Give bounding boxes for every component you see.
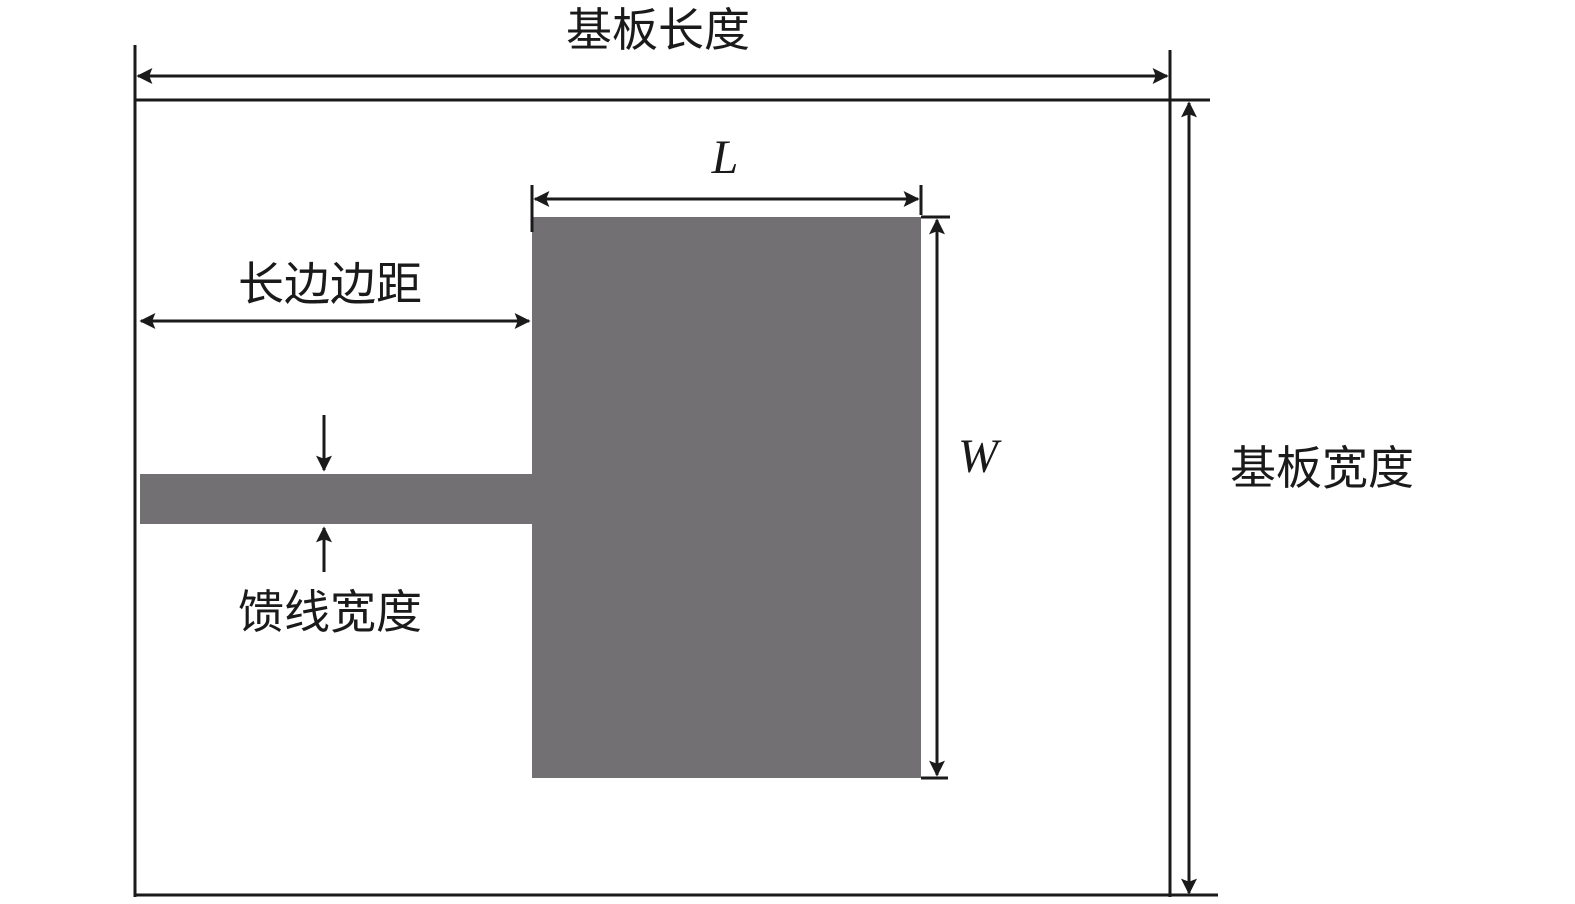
substrate-width-label: 基板宽度 xyxy=(1230,441,1414,495)
substrate-outline xyxy=(133,45,1218,897)
feed-line xyxy=(140,474,533,524)
edge-distance-label: 长边边距 xyxy=(238,257,422,311)
patch-length-label: L xyxy=(711,131,739,184)
patch-width-label: W xyxy=(958,430,1002,483)
substrate-length-label: 基板长度 xyxy=(566,3,750,57)
feed-width-label: 馈线宽度 xyxy=(238,585,422,639)
radiating-patch xyxy=(532,217,921,778)
